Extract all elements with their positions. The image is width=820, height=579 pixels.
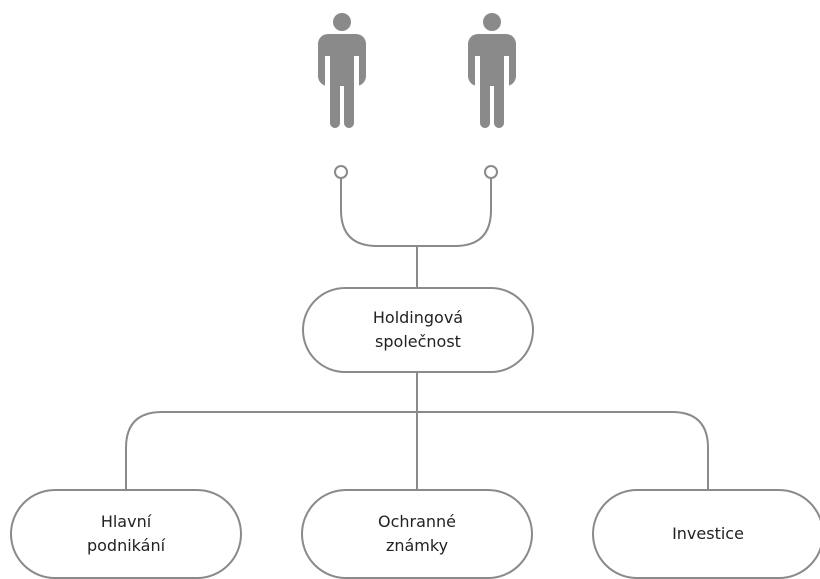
- subsidiaries-connector: [125, 373, 709, 490]
- subsidiary-node-main-business: Hlavní podnikání: [10, 489, 242, 579]
- node-label-line: známky: [385, 536, 449, 555]
- person-icon: [325, 56, 359, 88]
- owners-connector: [340, 178, 492, 288]
- connector-endpoint: [334, 165, 348, 179]
- connector-endpoint: [484, 165, 498, 179]
- subsidiary-node-investments: Investice: [592, 489, 820, 579]
- subsidiary-node-trademarks: Ochranné známky: [301, 489, 533, 579]
- node-label-line: Holdingová: [372, 308, 464, 327]
- holding-company-node: Holdingová společnost: [302, 287, 534, 373]
- person-icon: [475, 56, 509, 88]
- node-label-line: Hlavní: [100, 512, 152, 531]
- node-label-line: společnost: [375, 332, 461, 351]
- node-label-line: podnikání: [86, 536, 166, 555]
- node-label-line: Ochranné: [377, 512, 457, 531]
- node-label-line: Investice: [672, 524, 744, 543]
